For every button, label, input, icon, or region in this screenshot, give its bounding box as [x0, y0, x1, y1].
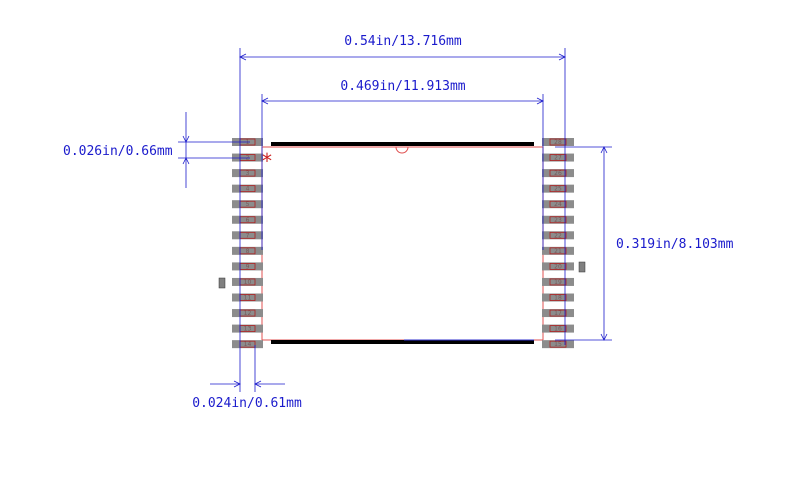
left-pad [232, 200, 263, 209]
left-pad [232, 324, 263, 333]
right-pad [542, 246, 574, 255]
right-pin-number: 20 [554, 263, 562, 270]
right-pad [542, 324, 574, 333]
right-pin-number: 23 [554, 217, 562, 224]
right-pin-number: 25 [554, 186, 562, 193]
left-pad [232, 215, 263, 224]
right-pad-row: 28 27 26 25 24 23 22 21 20 19 18 17 16 15 [542, 138, 574, 349]
silkscreen-bottom [271, 340, 534, 344]
left-pad [232, 246, 263, 255]
right-pin-number: 16 [554, 326, 562, 333]
left-pad [232, 293, 263, 302]
body-width-label: 0.319in/8.103mm [616, 237, 734, 252]
body-length-label: 0.469in/11.913mm [340, 79, 465, 94]
right-pad-outline [549, 278, 567, 286]
right-pad-outline [549, 138, 567, 146]
left-pin-number: 10 [244, 279, 252, 286]
right-pad-outline [549, 247, 567, 255]
right-pad [542, 231, 574, 240]
left-pin-number: 7 [246, 232, 250, 239]
right-pad-outline [549, 216, 567, 224]
right-pad-outline [549, 231, 567, 239]
right-pad-outline [549, 154, 567, 161]
right-pin-number: 18 [554, 295, 562, 302]
left-pad [232, 153, 263, 162]
right-pad [542, 138, 574, 146]
right-pad-outline [549, 262, 567, 270]
left-pad [232, 231, 263, 240]
right-pin-number: 17 [554, 310, 562, 317]
left-pad [232, 309, 263, 318]
left-pad [232, 184, 263, 193]
left-pin-number: 12 [244, 310, 252, 317]
right-pad [542, 200, 574, 209]
right-pad [542, 262, 574, 271]
left-pin-number: 11 [244, 295, 252, 302]
right-pin-number: 26 [554, 170, 562, 177]
right-pin-number: 22 [554, 232, 562, 239]
left-pin-number: 1 [246, 139, 250, 146]
silkscreen-top [271, 142, 534, 146]
right-side-tab [578, 261, 586, 273]
right-pad [542, 293, 574, 302]
left-pad [232, 277, 263, 286]
right-pad [542, 153, 574, 162]
left-pin-number: 5 [246, 201, 250, 208]
right-pin-number: 19 [554, 279, 562, 286]
left-pad [232, 340, 263, 349]
left-pad [232, 169, 263, 178]
right-pad [542, 169, 574, 178]
left-pin-number: 4 [246, 186, 250, 193]
right-pad [542, 340, 574, 349]
right-pad-outline [549, 294, 567, 301]
right-pad-outline [549, 340, 567, 348]
right-pad [542, 215, 574, 224]
pad-width-label: 0.024in/0.61mm [192, 396, 302, 411]
right-pad-outline [549, 200, 567, 208]
right-pad-outline [549, 325, 567, 333]
right-pad [542, 184, 574, 193]
pin-pitch-label: 0.026in/0.66mm [63, 144, 173, 159]
right-pin-number: 24 [554, 201, 562, 208]
pin1-marker: * [262, 149, 272, 173]
body-outline [261, 146, 544, 341]
dimension-lines [178, 48, 612, 392]
right-pin-number: 15 [554, 341, 562, 348]
overall-length-label: 0.54in/13.716mm [344, 34, 462, 49]
left-side-tab [218, 277, 226, 289]
pin1-notch [395, 146, 409, 154]
right-pin-number: 27 [554, 155, 562, 162]
left-pin-number: 8 [246, 248, 250, 255]
left-pin-number: 3 [246, 170, 250, 177]
right-pad-outline [549, 309, 567, 317]
left-pin-number: 6 [246, 217, 250, 224]
right-pad [542, 309, 574, 318]
right-pin-number: 28 [554, 139, 562, 146]
right-pin-number: 21 [554, 248, 562, 255]
left-pad [232, 262, 263, 271]
left-pin-number: 14 [244, 341, 252, 348]
left-pin-number: 9 [246, 263, 250, 270]
right-pad [542, 277, 574, 286]
left-pin-number: 13 [244, 326, 252, 333]
right-pad-outline [549, 169, 567, 177]
right-pad-outline [549, 185, 567, 193]
